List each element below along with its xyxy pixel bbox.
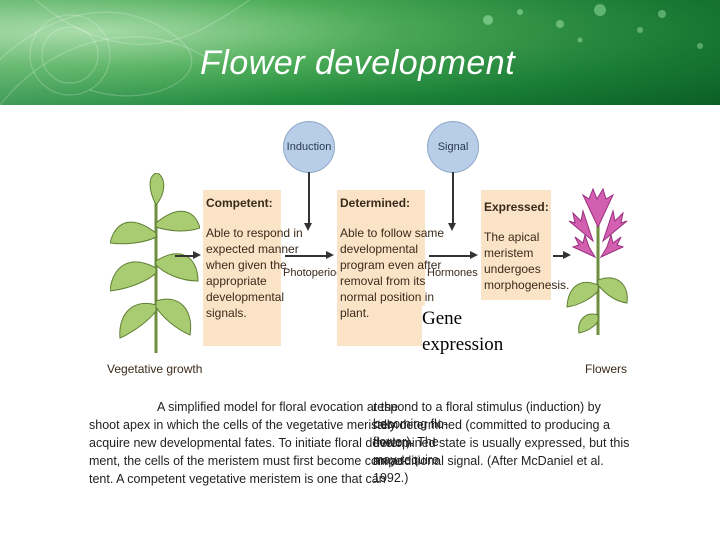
vegetative-growth-label: Vegetative growth — [107, 362, 203, 376]
signal-circle: Signal — [427, 121, 479, 173]
determined-box — [337, 190, 425, 346]
competent-line: expected manner — [206, 242, 299, 256]
determined-line: removal from its — [340, 274, 426, 288]
slide-title: Flower development — [200, 44, 516, 82]
competent-line: developmental — [206, 290, 285, 304]
expressed-box — [481, 190, 551, 300]
arrow-head-down — [448, 223, 456, 231]
vegetative-plant-illustration — [110, 173, 200, 353]
caption-right-line: an additional signal. (After McDaniel et… — [373, 454, 604, 485]
flower-development-figure: Vegetative growth Competent: Able to res… — [85, 115, 640, 505]
caption-right-line: determined state is usually expressed, b… — [373, 436, 630, 467]
expressed-line: meristem — [484, 246, 534, 260]
caption-left-line: A simplified model for floral evocation … — [157, 400, 399, 414]
competent-box — [203, 190, 281, 346]
arrow-line — [175, 255, 195, 257]
gene-expression-overlay: Gene expression — [422, 306, 508, 358]
arrow-head-right — [470, 251, 478, 259]
hormones-label: Hormones ? — [427, 267, 487, 279]
caption-left-line: ment, the cells of the meristem must fir… — [89, 454, 407, 468]
competent-line: Able to respond in — [206, 226, 303, 240]
determined-line: normal position in — [340, 290, 435, 304]
determined-heading: Determined: — [340, 196, 411, 210]
flowers-label: Flowers — [585, 362, 628, 376]
arrow-head-right — [326, 251, 334, 259]
arrow-line — [285, 255, 327, 257]
header-banner: Flower development — [0, 0, 720, 105]
flowering-plant-illustration — [566, 187, 628, 335]
arrow-line — [429, 255, 471, 257]
caption-left-line: tent. A competent vegetative meristem is… — [89, 472, 386, 486]
caption-right-line: rally determined (committed to producing… — [373, 418, 610, 449]
caption-right-line: respond to a floral stimulus (induction)… — [373, 400, 601, 431]
competent-line: signals. — [206, 306, 247, 320]
competent-heading: Competent: — [206, 196, 273, 210]
arrow-line — [452, 172, 454, 224]
arrow-head-down — [304, 223, 312, 231]
arrow-line — [308, 172, 310, 224]
arrow-head-right — [563, 251, 571, 259]
expressed-heading: Expressed: — [484, 200, 549, 214]
expressed-line: undergoes — [484, 262, 541, 276]
determined-line: Able to follow same — [340, 226, 445, 240]
determined-line: program even after — [340, 258, 442, 272]
determined-line: developmental — [340, 242, 419, 256]
induction-circle: Induction — [283, 121, 335, 173]
gene-expression-line: expression — [422, 334, 504, 355]
arrow-head-right — [193, 251, 201, 259]
determined-line: plant. — [340, 306, 370, 320]
competent-line: appropriate — [206, 274, 267, 288]
caption-left-line: shoot apex in which the cells of the veg… — [89, 418, 399, 432]
expressed-line: morphogenesis. — [484, 278, 570, 292]
expressed-line: The apical — [484, 230, 540, 244]
photoperiod-label: Photoperiod — [283, 267, 343, 279]
competent-line: when given the — [206, 258, 287, 272]
arrow-line — [553, 255, 565, 257]
gene-expression-line: Gene — [422, 308, 463, 329]
caption-left-line: acquire new developmental fates. To init… — [89, 436, 414, 450]
